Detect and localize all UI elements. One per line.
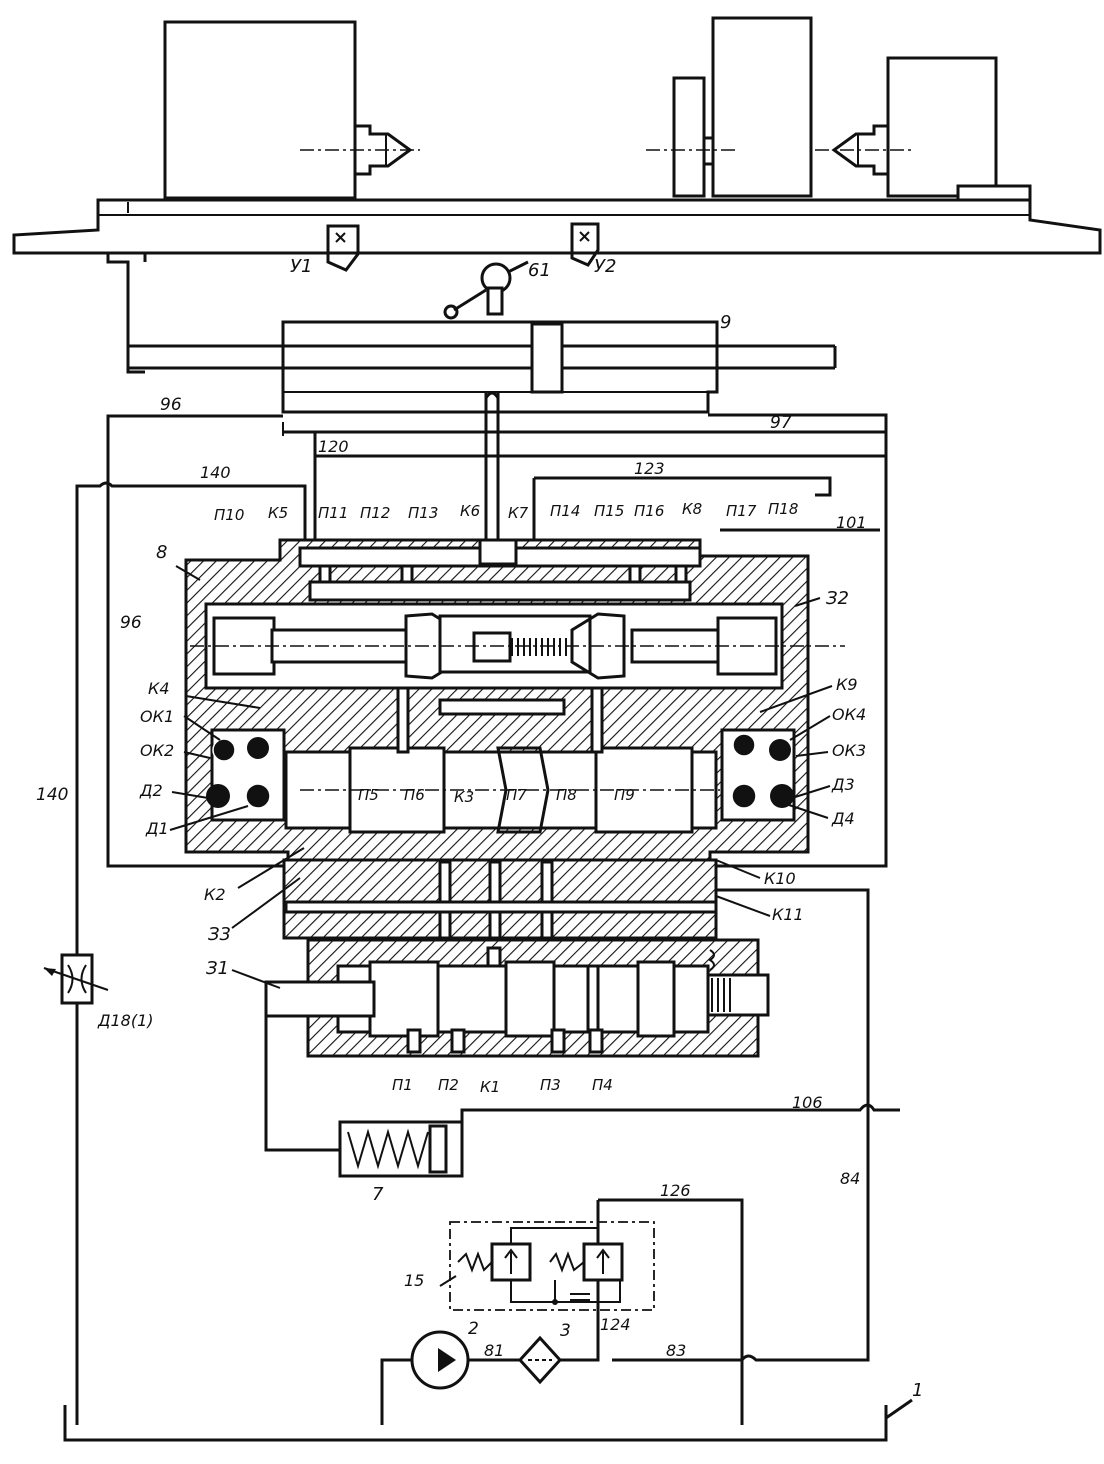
label-ok2: ОК2 — [140, 741, 174, 760]
label-p6: П6 — [404, 786, 425, 804]
label-p14: П14 — [550, 502, 580, 520]
pump-filter — [410, 1330, 563, 1390]
hydraulic-lines — [43, 391, 913, 1442]
label-k3: К3 — [454, 788, 474, 806]
callout-labels: У1 У2 61 9 96 97 120 140 123 П10 К5 П11 … — [36, 256, 923, 1401]
label-k11: К11 — [772, 905, 804, 924]
label-u2: У2 — [594, 256, 616, 277]
label-d2: Д2 — [139, 781, 163, 800]
label-7: 7 — [372, 1184, 384, 1205]
label-k4: К4 — [148, 679, 170, 698]
label-97: 97 — [770, 413, 792, 433]
label-k5: К5 — [268, 504, 288, 522]
label-126: 126 — [660, 1181, 691, 1200]
label-d4: Д4 — [831, 809, 855, 828]
label-p11: П11 — [318, 504, 348, 522]
valve-block-33 — [282, 858, 718, 940]
label-k9: К9 — [836, 675, 858, 694]
label-81: 81 — [484, 1341, 504, 1360]
label-z1: З1 — [206, 958, 229, 979]
label-p8: П8 — [556, 786, 577, 804]
label-p13: П13 — [408, 504, 438, 522]
label-p10: П10 — [214, 506, 244, 524]
label-96-mid: 96 — [120, 613, 142, 633]
label-101: 101 — [836, 513, 867, 532]
label-p5: П5 — [358, 786, 379, 804]
label-3: 3 — [560, 1321, 571, 1341]
label-z2: З2 — [826, 588, 849, 609]
label-p1: П1 — [392, 1076, 413, 1094]
label-k6: К6 — [460, 502, 480, 520]
label-p17: П17 — [726, 502, 757, 520]
label-2: 2 — [468, 1319, 479, 1339]
label-p7: П7 — [506, 786, 527, 804]
label-p9: П9 — [614, 786, 635, 804]
label-ok4: ОК4 — [832, 705, 866, 724]
label-k8: К8 — [682, 500, 702, 518]
label-140-top: 140 — [200, 463, 231, 482]
leader-lines — [169, 565, 833, 1287]
label-9: 9 — [720, 312, 731, 333]
label-k7: К7 — [508, 504, 529, 522]
spring-cylinder-7 — [338, 1120, 464, 1178]
label-k1: К1 — [480, 1078, 500, 1096]
label-61: 61 — [528, 260, 551, 281]
valve-block-31 — [264, 938, 770, 1058]
label-d1: Д1 — [145, 819, 169, 838]
label-83: 83 — [666, 1341, 686, 1360]
machine-table — [12, 16, 1102, 374]
label-p15: П15 — [594, 502, 624, 520]
label-d3: Д3 — [831, 775, 855, 794]
label-p18: П18 — [768, 500, 798, 518]
label-106: 106 — [792, 1093, 823, 1112]
label-8: 8 — [156, 542, 167, 563]
label-k2: К2 — [204, 885, 226, 904]
label-ok1: ОК1 — [140, 707, 174, 726]
label-d18: Д18(1) — [97, 1011, 154, 1030]
label-ok3: ОК3 — [832, 741, 866, 760]
valve-block-8 — [184, 538, 845, 862]
table-cylinder — [128, 320, 837, 436]
label-120: 120 — [318, 437, 349, 456]
label-140-left: 140 — [36, 785, 68, 805]
label-p4: П4 — [592, 1076, 613, 1094]
label-p2: П2 — [438, 1076, 459, 1094]
label-1: 1 — [912, 1380, 923, 1401]
label-p16: П16 — [634, 502, 664, 520]
label-k10: К10 — [764, 869, 796, 888]
label-u1: У1 — [290, 256, 312, 277]
label-123: 123 — [634, 459, 665, 478]
pressure-valve-15 — [449, 1221, 655, 1311]
label-124: 124 — [600, 1315, 631, 1334]
label-96-top: 96 — [160, 395, 182, 415]
label-p12: П12 — [360, 504, 390, 522]
label-p3: П3 — [540, 1076, 561, 1094]
label-84: 84 — [840, 1169, 860, 1188]
label-z3: З3 — [208, 924, 231, 945]
label-15: 15 — [404, 1271, 424, 1290]
